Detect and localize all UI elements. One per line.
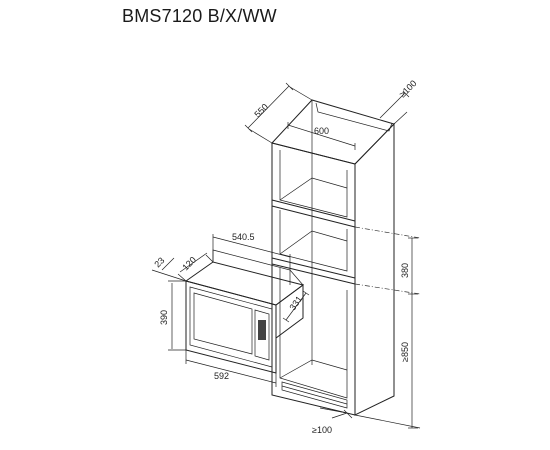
niche-floor-edge	[271, 257, 356, 279]
lower-shelf-top	[271, 263, 356, 285]
lower-floor	[279, 359, 348, 379]
microwave-appliance	[184, 249, 305, 374]
upper-shelf	[279, 177, 348, 201]
label-cab-depth: 550	[252, 102, 270, 120]
appliance-back-edge	[289, 269, 304, 286]
label-appliance-width: 592	[214, 371, 229, 381]
cabinet-plinth	[281, 381, 348, 409]
cabinet-front-frame	[271, 142, 356, 416]
label-niche-height: 380	[400, 263, 410, 278]
label-appliance-height: 390	[159, 310, 169, 325]
label-niche-width: 540.5	[232, 232, 255, 242]
niche-floor	[279, 230, 348, 255]
middle-shelf-top	[271, 205, 356, 228]
control-panel	[254, 309, 270, 361]
label-cab-width: 600	[314, 126, 329, 136]
upper-compartment	[279, 150, 348, 218]
lower-compartment	[279, 268, 348, 399]
appliance-back-box	[212, 249, 291, 285]
control-display	[258, 320, 266, 340]
model-title: BMS7120 B/X/WW	[122, 6, 277, 26]
cabinet-top-face	[271, 99, 395, 165]
dimension-lines	[151, 82, 421, 429]
door-window	[193, 292, 253, 355]
cabinet-right-side	[354, 122, 395, 416]
plinth-line	[281, 385, 348, 405]
label-bottom-clearance: ≥100	[312, 425, 332, 435]
niche-compartment	[279, 210, 348, 272]
label-niche-depth: 331	[287, 294, 304, 312]
label-mount-height: ≥850	[400, 342, 410, 362]
upper-shelf-edge	[271, 199, 356, 222]
appliance-frame-inner	[189, 286, 273, 368]
